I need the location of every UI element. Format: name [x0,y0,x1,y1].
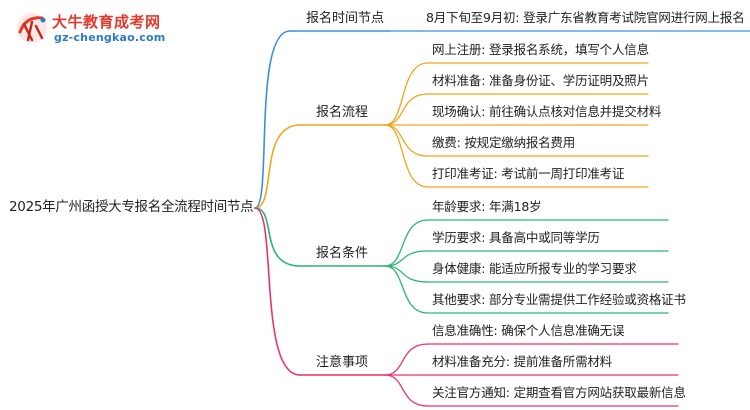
branch-label-requirements: 报名条件 [316,246,369,261]
item-connector [384,62,429,126]
branch-item: 打印准考证: 考试前一周打印准考证 [432,166,625,181]
item-connector [384,124,429,188]
root-topic: 2025年广州函授大专报名全流程时间节点 [9,199,254,215]
logo-name: 大牛教育成考网 [52,13,161,31]
branch-item: 关注官方通知: 定期查看官方网站获取最新信息 [432,385,686,400]
item-connector [384,124,429,157]
branch-label-process: 报名流程 [316,105,369,120]
logo-site: gz-chengkao.com [54,31,166,44]
site-logo[interactable]: 大牛教育成考网 gz-chengkao.com [8,8,178,48]
branch-item: 材料准备: 准备身份证、学历证明及照片 [432,73,649,88]
item-connector [384,93,429,126]
item-connector [384,343,429,376]
branch-connector [254,30,291,209]
branch-label-timeline: 报名时间节点 [306,11,385,26]
branch-item: 材料准备充分: 提前准备所需材料 [432,354,612,369]
branch-item: 信息准确性: 确保个人信息准确无误 [432,323,625,338]
branch-item: 年龄要求: 年满18岁 [432,199,542,214]
branch-connector [254,124,301,209]
branch-connector [254,207,301,267]
logo-mascot-icon [17,13,47,43]
branch-item: 网上注册: 登录报名系统，填写个人信息 [432,42,649,57]
branch-connector [254,207,301,376]
branch-item: 身体健康: 能适应所报专业的学习要求 [432,261,637,276]
item-connector [384,265,429,314]
item-connector [384,250,429,267]
item-connector [384,374,429,407]
branch-item: 学历要求: 具备高中或同等学历 [432,230,600,245]
branch-item: 8月下旬至9月初: 登录广东省教育考试院官网进行网上报名 [426,10,745,25]
branch-label-notes: 注意事项 [316,355,369,370]
item-connector [384,219,429,267]
branch-item: 现场确认: 前往确认点核对信息并提交材料 [432,104,662,119]
branch-item: 其他要求: 部分专业需提供工作经验或资格证书 [432,292,686,307]
branch-item: 缴费: 按规定缴纳报名费用 [432,135,576,150]
